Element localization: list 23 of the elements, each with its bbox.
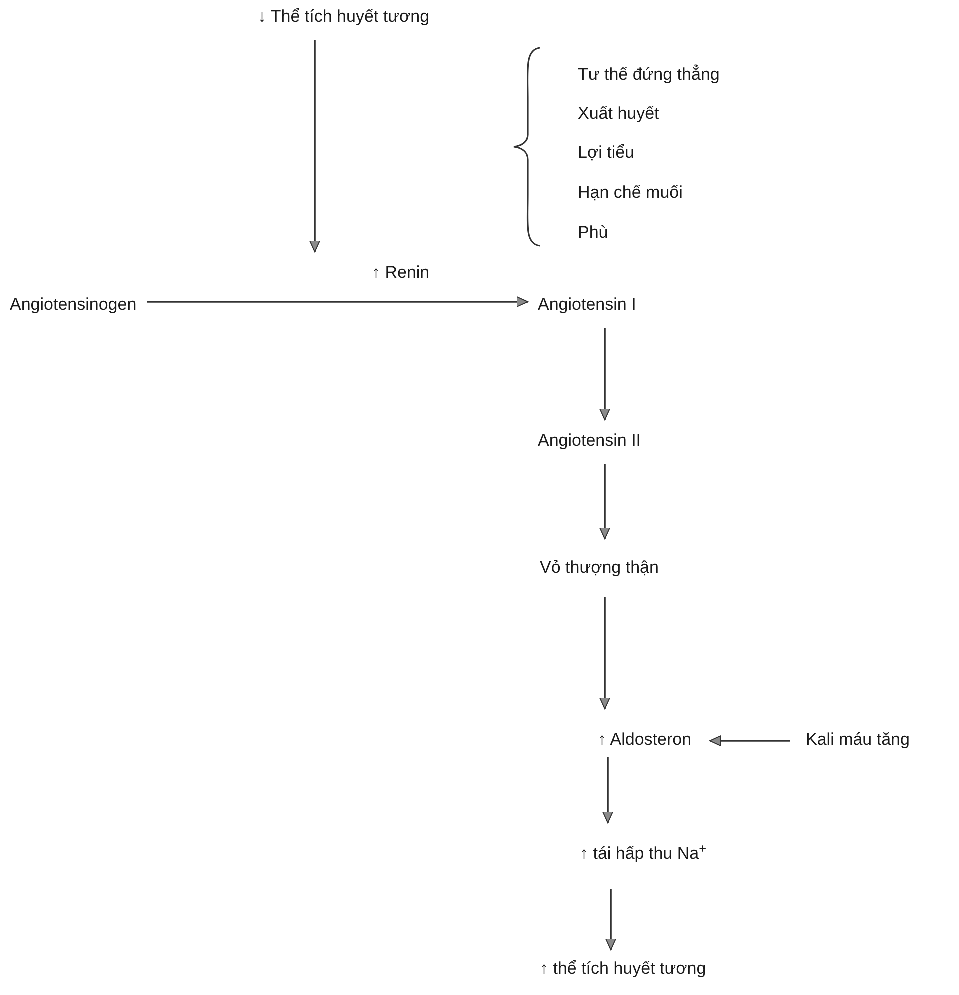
cause-label: Lợi tiểu [578,142,635,164]
cause-label: Xuất huyết [578,103,660,125]
node-text: Kali máu tăng [806,729,910,751]
cause-label: Hạn chế muối [578,182,683,204]
node-text: ↑ tái hấp thu Na$^{+}$ [580,843,707,865]
arrow [310,40,320,252]
arrow [600,464,610,540]
arrow [600,328,610,420]
node-text: ↑ Aldosteron [598,729,692,751]
arrow [147,296,528,308]
node-text: Angiotensin II [538,430,642,452]
node-text: Angiotensin I [538,294,636,316]
node-text: ↓ Thể tích huyết tương [258,6,430,28]
node-text: ↑ thể tích huyết tương [540,958,706,980]
arrow [602,757,614,824]
node-text: ↑ Renin [372,262,430,284]
node-text: Angiotensinogen [10,294,137,316]
arrow [710,736,790,746]
cause-label: Phù [578,222,608,244]
arrow [600,597,610,710]
cause-label: Tư thế đứng thẳng [578,64,720,86]
arrow [606,889,616,950]
node-text: Vỏ thượng thận [540,557,659,579]
